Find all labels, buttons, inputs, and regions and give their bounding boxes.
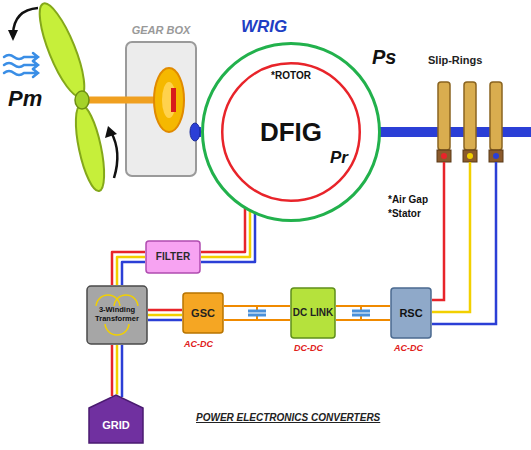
brush — [463, 150, 477, 162]
dc-link-box: DC LINK — [290, 287, 336, 339]
wire — [201, 210, 250, 257]
dc-link-wires — [336, 306, 390, 320]
dc-link-wires — [224, 306, 290, 320]
wind-arrows — [4, 53, 38, 77]
wire — [201, 213, 255, 262]
dc-capacitor — [352, 306, 370, 320]
wire — [148, 314, 182, 317]
grid-label: GRID — [102, 419, 130, 432]
rotor-power-symbol: Pr — [330, 148, 348, 168]
mechanical-power-symbol: Pm — [8, 86, 42, 111]
stator-circle: WRIG*ROTORDFIG — [201, 42, 381, 222]
section-caption: POWER ELECTRONICS CONVERTERS — [196, 412, 380, 424]
gearbox: GEAR BOX — [125, 22, 197, 177]
brush — [437, 150, 451, 162]
converter-box-fill — [183, 293, 223, 333]
slip-ring — [464, 82, 476, 150]
brush — [489, 150, 503, 162]
stator-circle-ring — [203, 44, 380, 221]
grid-shape: GRID — [88, 394, 144, 444]
rotor-circle: *ROTOR DFIG — [221, 62, 361, 202]
rotor-label: *ROTOR — [221, 70, 361, 82]
slip-ring — [490, 82, 502, 150]
stator-wires — [201, 208, 255, 262]
converter-label: RSC — [399, 307, 422, 320]
stator-power-symbol: Ps — [372, 46, 396, 69]
turbine-hub — [75, 91, 89, 109]
grid-outline — [89, 395, 143, 443]
part-label: *Air Gap — [388, 194, 428, 206]
converter-label: GSC — [191, 307, 215, 320]
transformer-label: 3-Winding Transformer — [89, 306, 145, 323]
dc-link-box-fill — [291, 288, 335, 338]
wire — [201, 208, 245, 252]
filter-box-fill — [146, 241, 200, 273]
wire — [336, 319, 390, 321]
rotor-wires — [432, 162, 496, 324]
part-label: Slip-Rings — [428, 54, 482, 67]
converter-type-label: AC-DC — [184, 339, 213, 349]
filter-box: FILTER — [145, 240, 201, 274]
transformer-box: 3-Winding Transformer — [86, 285, 148, 345]
wire — [117, 257, 145, 285]
converter-wires — [148, 310, 182, 320]
gearbox-title: GEAR BOX — [125, 22, 197, 37]
part-label: *Stator — [388, 208, 421, 220]
converter-type-label: DC-DC — [294, 343, 323, 353]
gear-hub — [162, 82, 176, 118]
converter-box-fill — [391, 288, 431, 338]
wire — [112, 252, 145, 285]
filter-wires — [112, 252, 145, 285]
brush-contact — [441, 153, 447, 159]
machine-type-title: WRIG — [201, 17, 381, 37]
slip-rings — [437, 82, 503, 162]
rotation-arrowhead — [8, 30, 18, 41]
machine-name: DFIG — [221, 117, 361, 147]
brush-contact — [493, 153, 499, 159]
wind-line — [4, 69, 38, 77]
capacitor-plate — [248, 314, 266, 317]
rotor-wire — [432, 162, 470, 312]
wire — [224, 319, 290, 321]
wire — [336, 305, 390, 307]
filter-label: FILTER — [156, 251, 190, 263]
gearbox-housing — [126, 42, 196, 176]
gear-shaft-end — [171, 88, 176, 112]
capacitor-plate — [352, 314, 370, 317]
capacitor-plate — [248, 310, 266, 313]
turbine-blade — [70, 103, 110, 194]
gear-wheel — [154, 68, 184, 132]
dc-capacitor — [248, 306, 266, 320]
rotation-arrow — [111, 132, 117, 178]
wire — [224, 305, 290, 307]
dc-link-label: DC LINK — [293, 307, 334, 319]
transformer-body — [87, 286, 147, 344]
converter-box: RSC — [390, 287, 432, 339]
high-speed-coupling — [190, 123, 200, 141]
wire — [148, 309, 182, 312]
rotation-arrowhead — [105, 126, 117, 138]
brush-contact — [467, 153, 473, 159]
slip-ring — [438, 82, 450, 150]
capacitor-plate — [352, 310, 370, 313]
wire — [111, 345, 114, 396]
wire — [116, 345, 119, 395]
rotor-wire — [432, 162, 444, 300]
converter-box: GSC — [182, 292, 224, 334]
gearbox-outline — [125, 22, 197, 177]
grid-wires — [112, 345, 122, 397]
wire — [148, 319, 182, 322]
wire — [122, 262, 145, 285]
wire — [121, 345, 124, 397]
converter-type-label: AC-DC — [394, 343, 423, 353]
rotor-wire — [432, 162, 496, 324]
